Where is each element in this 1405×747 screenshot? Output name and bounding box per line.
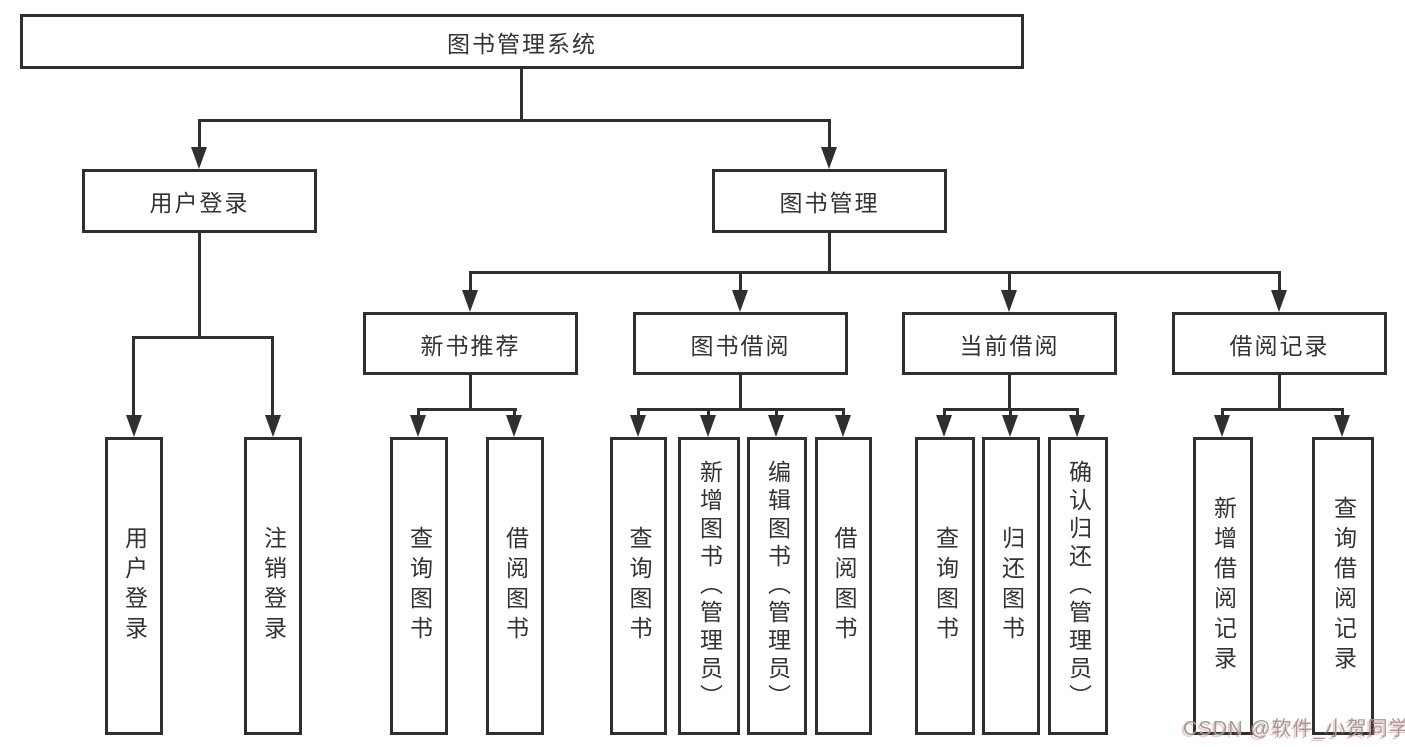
node-new-book-label: 新书推荐 — [420, 332, 521, 359]
connector-newbook-stem — [469, 375, 472, 411]
node-current-borrow: 当前借阅 — [902, 312, 1117, 375]
connector-newbook-bus — [417, 408, 517, 411]
connector-bbquery-drop — [637, 408, 640, 420]
arrow-to-bb-add — [700, 415, 716, 437]
connector-bookmanage-drop — [828, 119, 831, 151]
connector-borrowrecord-drop — [1278, 271, 1281, 293]
leaf-nb-borrow: 借阅图书 — [486, 437, 544, 735]
connector-bbedit-drop — [775, 408, 778, 420]
arrow-to-book-manage — [821, 147, 837, 169]
connector-cbquery-drop — [943, 408, 946, 420]
node-root: 图书管理系统 — [20, 14, 1024, 69]
leaf-br-add-label: 新增借阅记录 — [1210, 496, 1237, 676]
leaf-bb-borrow: 借阅图书 — [815, 437, 872, 735]
node-borrow-record-label: 借阅记录 — [1229, 332, 1330, 359]
arrow-to-cb-return — [1002, 415, 1018, 437]
leaf-br-query: 查询借阅记录 — [1312, 437, 1374, 735]
connector-bradd-drop — [1221, 408, 1224, 420]
node-current-borrow-label: 当前借阅 — [959, 332, 1060, 359]
connector-bookmanage-stem — [828, 233, 831, 274]
arrow-to-login-user — [126, 415, 142, 437]
node-borrow-record: 借阅记录 — [1172, 312, 1387, 375]
node-book-manage: 图书管理 — [712, 169, 947, 233]
connector-userlogin-bus — [132, 336, 274, 339]
node-root-label: 图书管理系统 — [447, 30, 597, 57]
leaf-cb-confirm-label: 确认归还（管理员） — [1065, 460, 1092, 712]
connector-borrowrecord-stem — [1278, 375, 1281, 411]
connector-bookborrow-drop — [739, 271, 742, 293]
arrow-to-borrow-record — [1271, 290, 1287, 312]
leaf-nb-query: 查询图书 — [390, 437, 448, 735]
connector-userlogin-stem — [198, 233, 201, 338]
leaf-login-logout: 注销登录 — [244, 437, 302, 735]
leaf-nb-query-label: 查询图书 — [406, 526, 433, 646]
node-book-borrow-label: 图书借阅 — [690, 332, 791, 359]
connector-loginuser-drop — [132, 336, 135, 421]
connector-nbquery-drop — [417, 408, 420, 420]
arrow-to-br-add — [1214, 415, 1230, 437]
connector-nbborrow-drop — [513, 408, 516, 420]
leaf-bb-add-label: 新增图书（管理员） — [696, 460, 723, 712]
connector-bbborrow-drop — [842, 408, 845, 420]
arrow-to-br-query — [1334, 415, 1350, 437]
node-book-borrow: 图书借阅 — [633, 312, 848, 375]
leaf-bb-borrow-label: 借阅图书 — [831, 526, 857, 646]
connector-bookborrow-stem — [739, 375, 742, 411]
connector-userlogin-drop — [198, 119, 201, 151]
leaf-cb-query-label: 查询图书 — [932, 526, 959, 646]
connector-level1-bus — [198, 119, 831, 122]
arrow-to-bb-borrow — [835, 415, 851, 437]
leaf-login-user-label: 用户登录 — [121, 526, 148, 646]
leaf-br-add: 新增借阅记录 — [1193, 437, 1253, 735]
arrow-to-cb-confirm — [1069, 415, 1085, 437]
csdn-watermark: CSDN @软件_小贺同学 — [1183, 718, 1405, 740]
connector-bookborrow-bus — [637, 408, 845, 411]
leaf-cb-query: 查询图书 — [915, 437, 975, 735]
leaf-bb-edit-label: 编辑图书（管理员） — [764, 460, 791, 712]
connector-currentborrow-stem — [1008, 375, 1011, 411]
arrow-to-current-borrow — [1001, 290, 1017, 312]
node-book-manage-label: 图书管理 — [779, 190, 880, 216]
connector-level2-bus — [469, 271, 1281, 274]
leaf-bb-edit: 编辑图书（管理员） — [747, 437, 807, 735]
arrow-to-nb-query — [410, 415, 426, 437]
arrow-to-login-logout — [265, 415, 281, 437]
leaf-bb-query-label: 查询图书 — [626, 526, 652, 646]
connector-brquery-drop — [1341, 408, 1344, 420]
connector-root-stem — [520, 69, 523, 121]
arrow-to-bb-query — [630, 415, 646, 437]
connector-cbconfirm-drop — [1076, 408, 1079, 420]
leaf-login-logout-label: 注销登录 — [260, 526, 287, 646]
leaf-bb-query: 查询图书 — [610, 437, 667, 735]
leaf-cb-return-label: 归还图书 — [998, 526, 1025, 646]
leaf-login-user: 用户登录 — [105, 437, 163, 735]
node-new-book: 新书推荐 — [363, 312, 578, 375]
node-user-login: 用户登录 — [82, 169, 317, 233]
connector-borrowrecord-bus — [1221, 408, 1344, 411]
arrow-to-user-login — [191, 147, 207, 169]
arrow-to-book-borrow — [732, 290, 748, 312]
arrow-to-cb-query — [936, 415, 952, 437]
connector-loginlogout-drop — [271, 336, 274, 421]
arrow-to-bb-edit — [768, 415, 784, 437]
connector-cbreturn-drop — [1009, 408, 1012, 420]
leaf-bb-add: 新增图书（管理员） — [678, 437, 740, 735]
leaf-cb-return: 归还图书 — [982, 437, 1040, 735]
leaf-cb-confirm: 确认归还（管理员） — [1048, 437, 1108, 735]
arrow-to-nb-borrow — [506, 415, 522, 437]
arrow-to-new-book — [462, 290, 478, 312]
connector-newbook-drop — [469, 271, 472, 293]
leaf-br-query-label: 查询借阅记录 — [1330, 496, 1357, 676]
connector-bbadd-drop — [707, 408, 710, 420]
leaf-nb-borrow-label: 借阅图书 — [502, 526, 529, 646]
connector-currentborrow-drop — [1008, 271, 1011, 293]
node-user-login-label: 用户登录 — [149, 190, 250, 216]
